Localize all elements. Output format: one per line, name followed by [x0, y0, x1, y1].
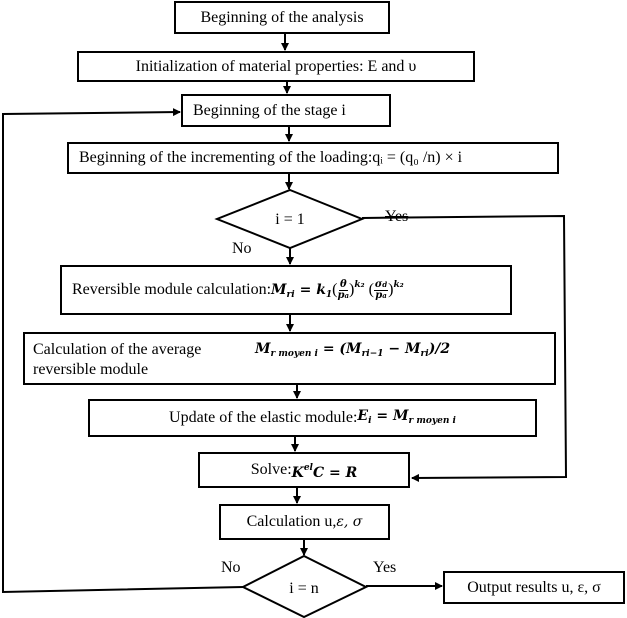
solve-label: Solve: [250, 461, 292, 478]
average-formula: Mr moyen i = (Mri−1 − Mri)/2 [255, 341, 451, 359]
decision2-yes-label: Yes [373, 559, 397, 576]
start-label: Beginning of the analysis [200, 8, 364, 26]
output-label: Output results u, ε, σ [467, 578, 601, 596]
calc-box: Calculation u, ε, σ [219, 504, 390, 540]
decision2-condition: i = n [289, 580, 319, 597]
decision2-diamond [240, 554, 369, 618]
solve-box: Solve: KelC = R [198, 452, 410, 488]
solve-formula: KelC = R [291, 462, 358, 481]
decision1-yes-label: Yes [385, 208, 409, 225]
increment-box: Beginning of the incrementing of the loa… [67, 142, 559, 174]
stage-box: Beginning of the stage i [181, 94, 391, 127]
decision1-no-label: No [232, 240, 252, 257]
reversible-label: Reversible module calculation: [72, 281, 272, 298]
arrow-decision1-yes [361, 214, 568, 482]
update-box: Update of the elastic module: Ei = Mr mo… [88, 399, 537, 437]
arrow-decision2-no-loop [2, 108, 244, 594]
reversible-box: Reversible module calculation: Mri = k1(… [60, 265, 512, 315]
init-box: Initialization of material properties: E… [77, 51, 475, 82]
update-label: Update of the elastic module: [169, 409, 358, 426]
calc-formula: ε, σ [336, 514, 363, 530]
update-formula: Ei = Mr moyen i [357, 407, 456, 426]
stage-label: Beginning of the stage i [193, 101, 346, 119]
start-box: Beginning of the analysis [174, 1, 390, 34]
output-box: Output results u, ε, σ [443, 571, 625, 604]
calc-label: Calculation u, [246, 513, 337, 530]
decision2-no-label: No [221, 559, 241, 576]
increment-formula: qᵢ = (q₀ /n) × i [372, 149, 463, 166]
init-label: Initialization of material properties: E… [135, 57, 417, 75]
average-label: Calculation of the average reversible mo… [33, 341, 202, 378]
average-box: Calculation of the average reversible mo… [23, 332, 556, 385]
decision1-condition: i = 1 [275, 211, 305, 228]
increment-label: Beginning of the incrementing of the loa… [79, 149, 373, 166]
